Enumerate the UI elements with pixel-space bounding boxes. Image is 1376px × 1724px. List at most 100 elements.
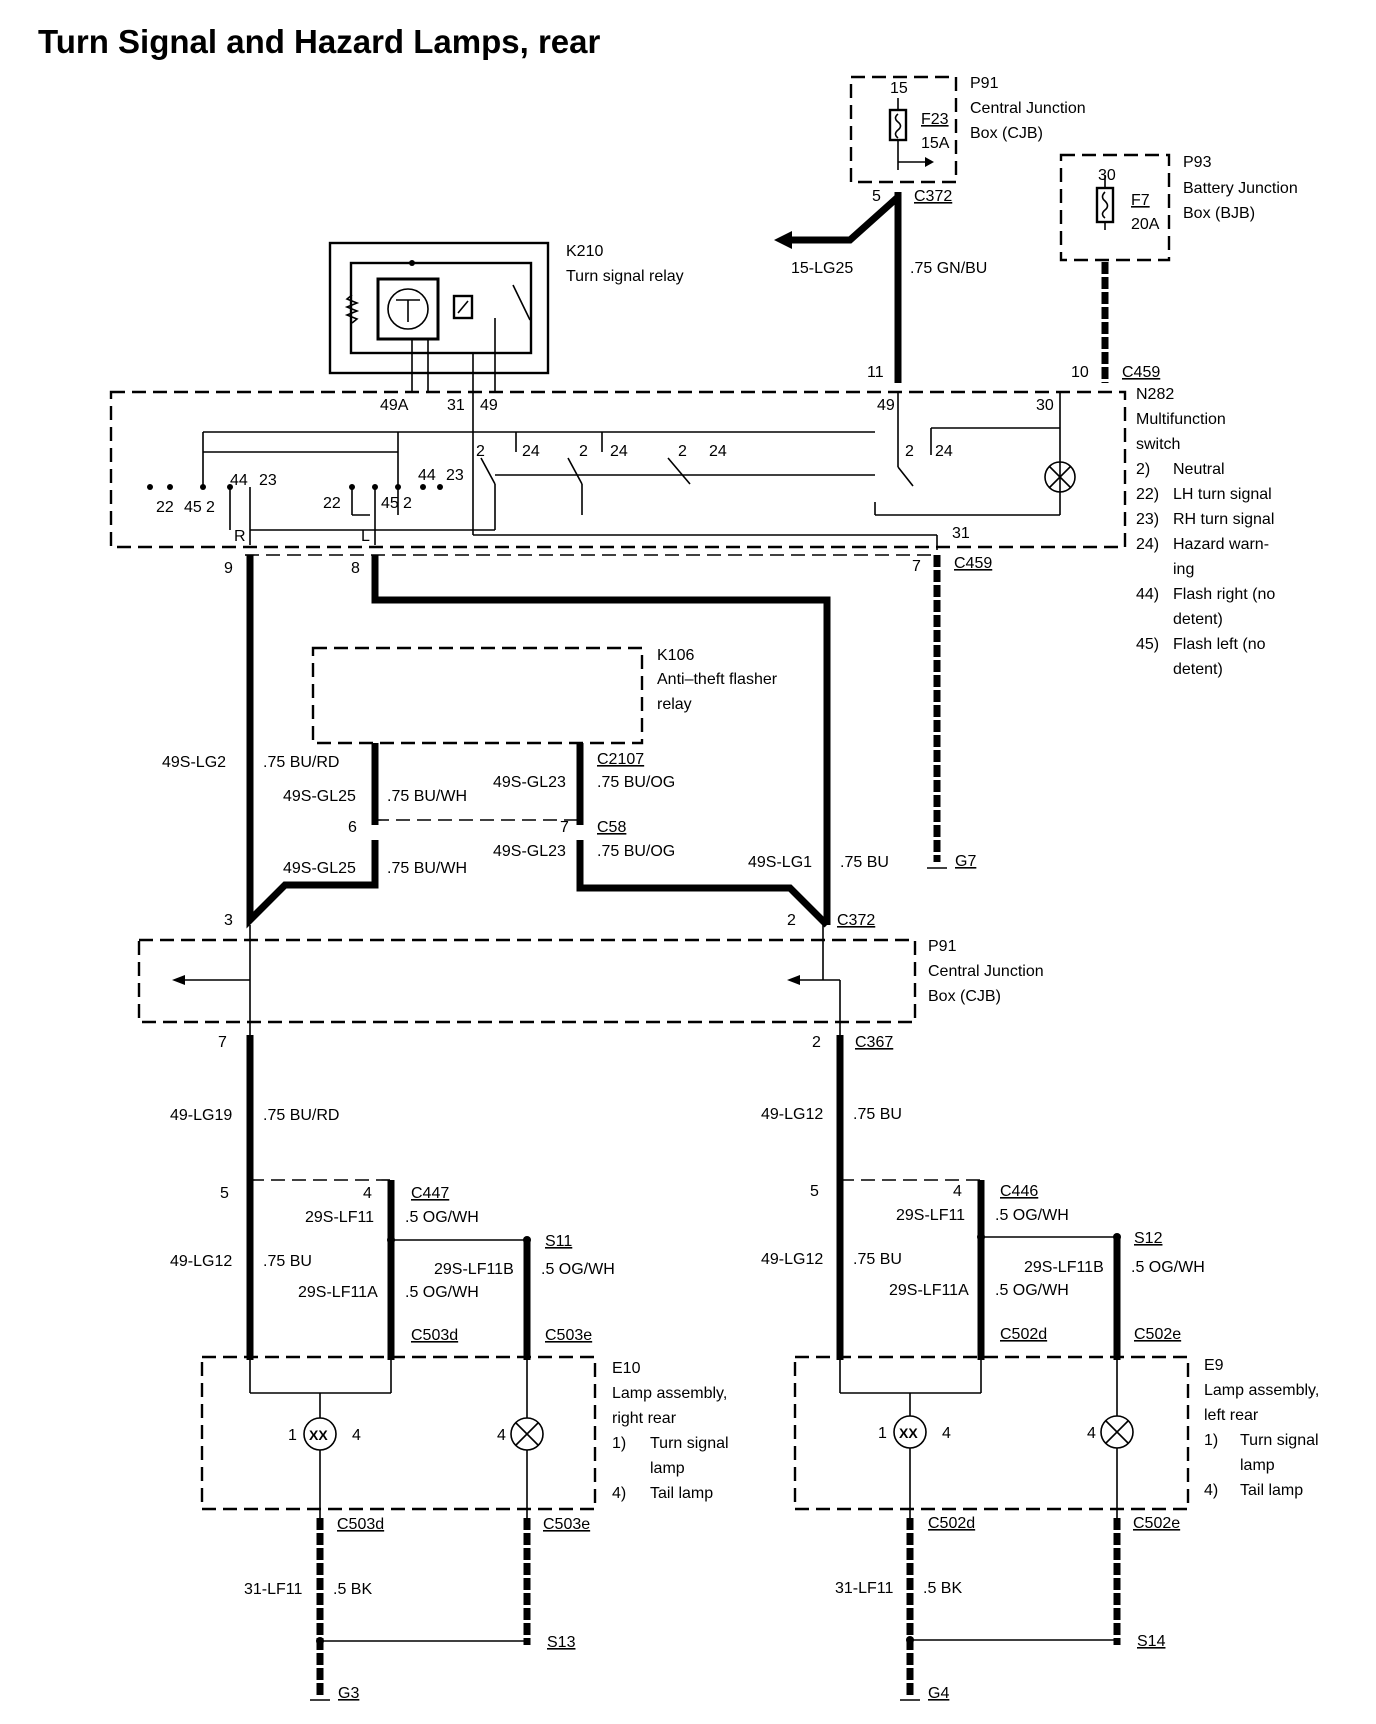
k106-line1: Anti–theft flasher <box>657 671 778 688</box>
p93-pin-30: 30 <box>1098 167 1116 184</box>
p91-top-id: P91 <box>970 75 999 92</box>
p91-mid-line1: Central Junction <box>928 963 1044 980</box>
p91-pin-15: 15 <box>890 80 908 97</box>
wire-31-lf11b-spec: .5 BK <box>923 1580 962 1597</box>
svg-text:Flash right (no: Flash right (no <box>1173 586 1275 603</box>
wire-29s-lf11bb-spec: .5 OG/WH <box>1131 1259 1205 1276</box>
sw-2f: 2 <box>403 495 412 512</box>
wire-29s-lf11ba: 29S-LF11B <box>434 1261 514 1278</box>
k106-id: K106 <box>657 647 694 664</box>
wire-49s-lg1-spec: .75 BU <box>840 854 889 871</box>
svg-text:22): 22) <box>1136 486 1159 503</box>
p93-battery-junction-box: 30 F7 20A P93 Battery Junction Box (BJB) <box>1059 153 1298 262</box>
e10-lamp-assembly: XX <box>200 1355 597 1520</box>
sw-45b: 45 <box>381 495 399 512</box>
wire-29s-lf11b: 29S-LF11 <box>896 1207 965 1224</box>
svg-text:23): 23) <box>1136 511 1159 528</box>
svg-text:RH turn signal: RH turn signal <box>1173 511 1274 528</box>
svg-text:XX: XX <box>309 1427 328 1443</box>
c459-top-connector: C459 <box>1122 364 1160 381</box>
svg-text:ing: ing <box>1173 561 1194 578</box>
c502e-bottom-connector: C502e <box>1133 1515 1180 1532</box>
pin-49-label: 49 <box>480 397 498 414</box>
fuse-f7-label: F7 <box>1131 192 1150 209</box>
wire-49s-gl23a-spec: .75 BU/OG <box>597 774 675 791</box>
c502d-bottom-connector: C502d <box>928 1515 975 1532</box>
svg-text:2): 2) <box>1136 461 1150 478</box>
e10-pin-4: 4 <box>352 1427 361 1444</box>
wire-49-lg12a: 49-LG12 <box>170 1253 232 1270</box>
pin-10-label: 10 <box>1071 364 1089 381</box>
sw-24d: 24 <box>935 443 953 460</box>
wire-49-lg12b-spec: .75 BU <box>853 1106 902 1123</box>
e9-item4: Tail lamp <box>1240 1482 1303 1499</box>
pin-49b-label: 49 <box>877 397 895 414</box>
wire-29s-lf11aa-spec: .5 OG/WH <box>405 1284 479 1301</box>
wire-49s-lg1: 49S-LG1 <box>748 854 812 871</box>
wire-49-lg12b: 49-LG12 <box>761 1106 823 1123</box>
wire-29s-lf11bb: 29S-LF11B <box>1024 1259 1104 1276</box>
pin-7b-label: 7 <box>560 819 569 836</box>
fuse-f23-label: F23 <box>921 111 949 128</box>
e10-item4-num: 4) <box>612 1485 626 1502</box>
wire-49s-lg2-spec: .75 BU/RD <box>263 754 339 771</box>
pin-l-label: L <box>361 528 370 545</box>
wire-15-lg25-spec: .75 GN/BU <box>910 260 987 277</box>
svg-text:detent): detent) <box>1173 611 1223 628</box>
sw-2a: 2 <box>476 443 485 460</box>
sw-2d: 2 <box>905 443 914 460</box>
sw-45a: 45 <box>184 499 202 516</box>
p91-mid-junction-box <box>137 925 917 1040</box>
c2107-connector: C2107 <box>597 751 644 768</box>
sw-22a: 22 <box>156 499 174 516</box>
pin-9-label: 9 <box>224 560 233 577</box>
wire-49-lg12a-spec: .75 BU <box>263 1253 312 1270</box>
p93-line2: Box (BJB) <box>1183 205 1255 222</box>
wire-31-lf11b: 31-LF11 <box>835 1580 894 1597</box>
wire-49s-gl25b-spec: .75 BU/WH <box>387 860 467 877</box>
c503e-connector: C503e <box>545 1327 592 1344</box>
k210-name: Turn signal relay <box>566 268 684 285</box>
pin-r-label: R <box>234 528 246 545</box>
e10-pin-1: 1 <box>288 1427 297 1444</box>
pin-2b-label: 2 <box>812 1034 821 1051</box>
e10-item1-num: 1) <box>612 1435 626 1452</box>
wire-49s-gl25a-spec: .75 BU/WH <box>387 788 467 805</box>
e9-lamp-assembly: XX <box>793 1355 1190 1520</box>
sw-44b: 44 <box>418 467 436 484</box>
svg-text:45): 45) <box>1136 636 1159 653</box>
wire-29s-lf11ab-spec: .5 OG/WH <box>995 1282 1069 1299</box>
e10-line1: Lamp assembly, <box>612 1385 727 1402</box>
e10-item4: Tail lamp <box>650 1485 713 1502</box>
wire-29s-lf11a: 29S-LF11 <box>305 1209 374 1226</box>
svg-text:44): 44) <box>1136 586 1159 603</box>
e9-item4-num: 4) <box>1204 1482 1218 1499</box>
sw-24a: 24 <box>522 443 540 460</box>
p91-mid-id: P91 <box>928 938 957 955</box>
wire-29s-lf11b-spec: .5 OG/WH <box>995 1207 1069 1224</box>
pin-30-label: 30 <box>1036 397 1054 414</box>
splice-s11: S11 <box>545 1233 572 1250</box>
wire-49-lg19-spec: .75 BU/RD <box>263 1107 339 1124</box>
pin-4b-label: 4 <box>953 1183 962 1200</box>
ground-g7: G7 <box>955 853 976 870</box>
wire-49s-gl23b-spec: .75 BU/OG <box>597 843 675 860</box>
p93-id: P93 <box>1183 154 1212 171</box>
pin-4a-label: 4 <box>363 1185 372 1202</box>
p91-top-fuse-box: 15 F23 15A P91 Central Junction Box (CJB… <box>849 75 1086 184</box>
c502d-connector: C502d <box>1000 1326 1047 1343</box>
wire-29s-lf11aa: 29S-LF11A <box>298 1284 378 1301</box>
sw-24b: 24 <box>610 443 628 460</box>
n282-multifunction-switch <box>109 390 1127 550</box>
pin-3-label: 3 <box>224 912 233 929</box>
c447-connector: C447 <box>411 1185 449 1202</box>
c372-top-connector: C372 <box>914 188 952 205</box>
e9-item1a: Turn signal <box>1240 1432 1319 1449</box>
e10-item1b: lamp <box>650 1460 685 1477</box>
svg-text:Flash left (no: Flash left (no <box>1173 636 1266 653</box>
sw-23a: 23 <box>259 472 277 489</box>
e9-pin-1: 1 <box>878 1425 887 1442</box>
k210-id: K210 <box>566 243 603 260</box>
svg-text:XX: XX <box>899 1425 918 1441</box>
e10-line2: right rear <box>612 1410 677 1427</box>
